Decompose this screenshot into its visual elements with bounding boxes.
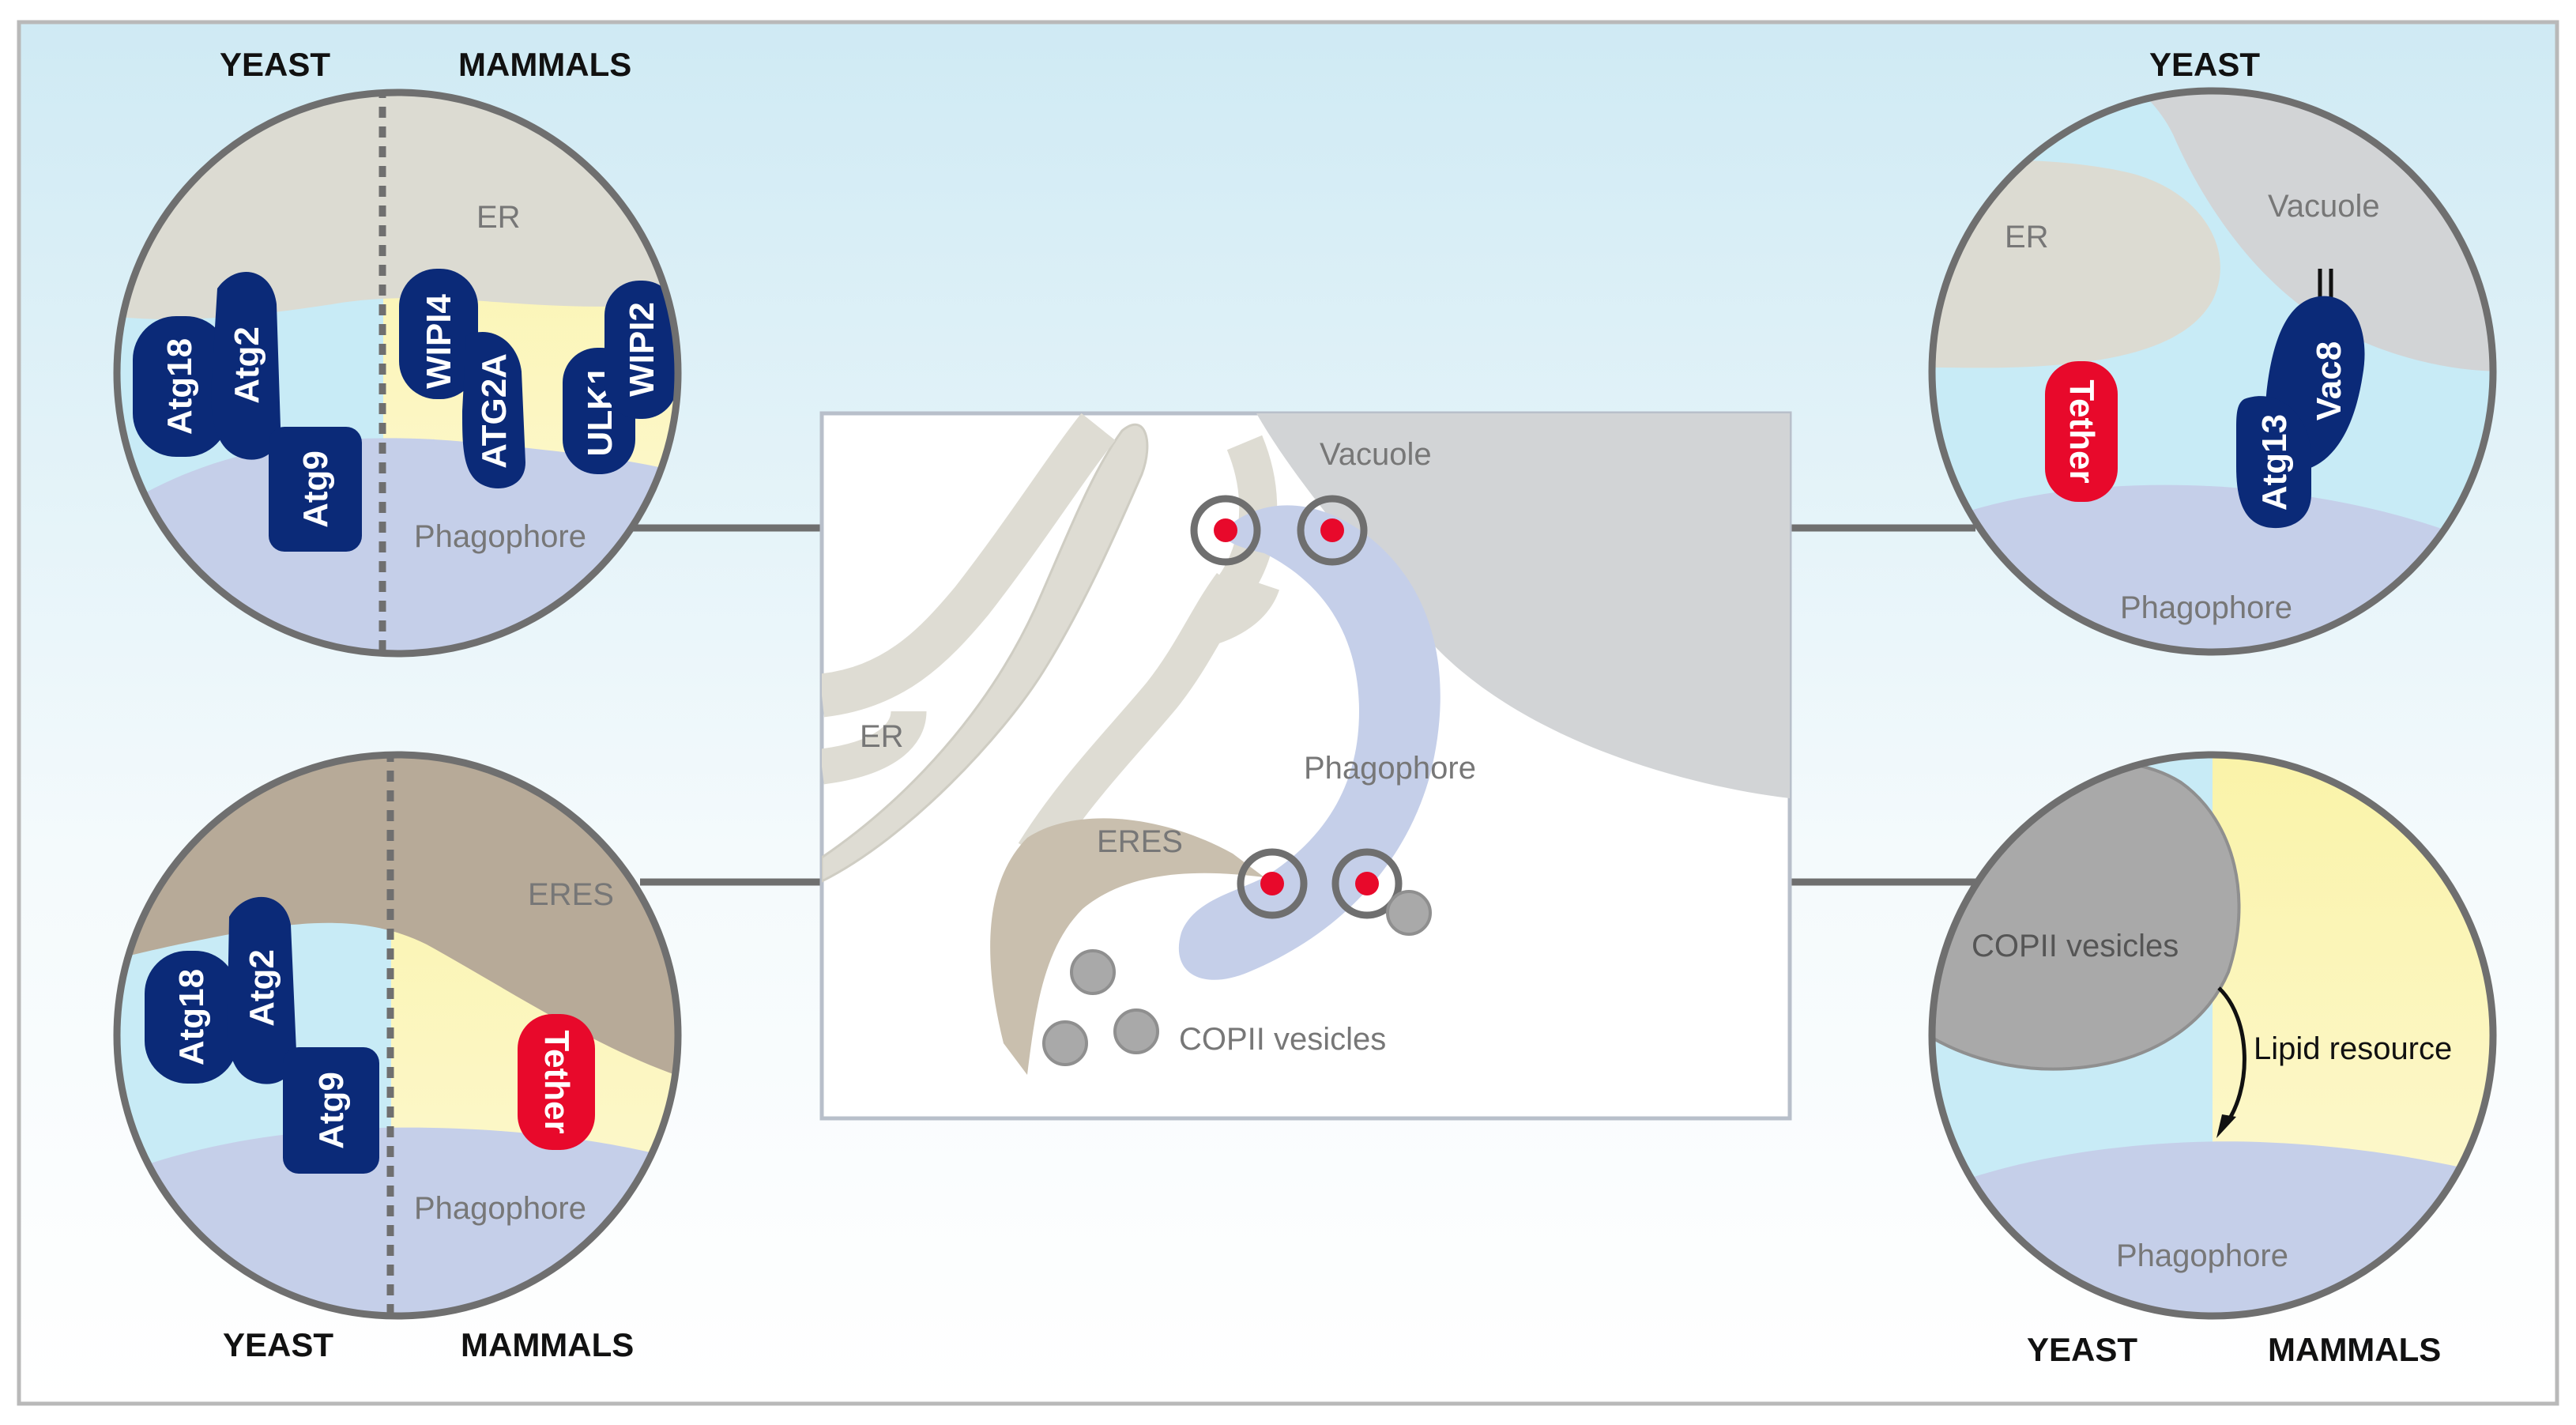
- phagophore-region: [117, 438, 678, 654]
- atg9-protein: Atg9: [283, 1047, 379, 1174]
- svg-text:Atg18: Atg18: [172, 969, 211, 1065]
- wipi2-protein: WIPI2: [604, 281, 677, 419]
- vacuole-region: [1256, 413, 1790, 798]
- br-copii-label: COPII vesicles: [1972, 929, 2179, 963]
- vac8-protein: Vac8: [2265, 269, 2365, 471]
- atg9-protein: Atg9: [269, 427, 362, 552]
- center-eres-label: ERES: [1097, 824, 1183, 859]
- svg-text:Atg18: Atg18: [160, 338, 199, 435]
- tr-er-label: ER: [2005, 220, 2049, 254]
- svg-text:WIPI4: WIPI4: [420, 294, 458, 389]
- header-bottom-left-mammals: MAMMALS: [461, 1326, 634, 1363]
- svg-text:Atg9: Atg9: [296, 450, 335, 528]
- br-phagophore-label: Phagophore: [2116, 1238, 2288, 1273]
- top-right-zoom-circle: Tether Vac8 Atg13 ER Vacuole Phagophore: [1928, 87, 2497, 656]
- er-region: [117, 92, 678, 320]
- phagophore-cup: [1178, 505, 1441, 980]
- header-bottom-right-mammals: MAMMALS: [2268, 1331, 2441, 1368]
- copii-vesicles: [1042, 890, 1432, 1066]
- svg-text:Atg2: Atg2: [228, 326, 266, 404]
- center-copii-label: COPII vesicles: [1179, 1022, 1386, 1057]
- svg-text:ATG2A: ATG2A: [475, 353, 514, 469]
- atg13-protein: Atg13: [2236, 396, 2311, 529]
- center-phagophore-label: Phagophore: [1304, 751, 1476, 786]
- svg-text:Tether: Tether: [2062, 379, 2101, 483]
- svg-text:Tether: Tether: [537, 1030, 576, 1133]
- bl-phagophore-label: Phagophore: [414, 1191, 586, 1226]
- header-bottom-left-yeast: YEAST: [223, 1326, 333, 1363]
- svg-text:Atg9: Atg9: [312, 1072, 351, 1149]
- header-top-left-yeast: YEAST: [220, 46, 330, 83]
- tl-phagophore-label: Phagophore: [414, 519, 586, 554]
- tr-vacuole-label: Vacuole: [2268, 189, 2380, 224]
- atg2-protein: Atg2: [211, 271, 281, 460]
- svg-text:Atg2: Atg2: [243, 949, 281, 1027]
- svg-text:Vac8: Vac8: [2310, 341, 2348, 420]
- lipid-arrowhead: [2216, 1114, 2236, 1138]
- er-region: [1932, 160, 2220, 368]
- tether-protein: Tether: [518, 1014, 595, 1150]
- header-top-right-yeast: YEAST: [2149, 46, 2260, 83]
- eres-region: [117, 755, 678, 1079]
- bl-eres-label: ERES: [528, 877, 614, 912]
- wipi4-protein: WIPI4: [399, 269, 478, 399]
- atg2a-protein: ATG2A: [462, 332, 525, 488]
- contact-markers: [1190, 495, 1403, 919]
- eres-region: [990, 818, 1264, 1075]
- atg18-protein: Atg18: [145, 951, 238, 1084]
- header-top-left-mammals: MAMMALS: [458, 46, 631, 83]
- svg-text:WIPI2: WIPI2: [623, 302, 661, 397]
- tl-er-label: ER: [476, 200, 521, 235]
- center-vacuole-label: Vacuole: [1320, 437, 1432, 472]
- atg2-protein: Atg2: [227, 896, 296, 1084]
- lipid-resource-label: Lipid resource: [2254, 1031, 2452, 1066]
- tether-protein: Tether: [2045, 361, 2118, 502]
- lipid-arrow: [2217, 986, 2246, 1128]
- header-bottom-right-yeast: YEAST: [2027, 1331, 2137, 1368]
- center-er-label: ER: [860, 719, 904, 754]
- er-network: [822, 413, 1279, 883]
- svg-text:Atg13: Atg13: [2255, 414, 2294, 511]
- tr-phagophore-label: Phagophore: [2120, 590, 2292, 625]
- atg18-protein: Atg18: [133, 316, 229, 457]
- center-overview: Vacuole ER Phagophore ERES COPII vesicle…: [819, 411, 1792, 1121]
